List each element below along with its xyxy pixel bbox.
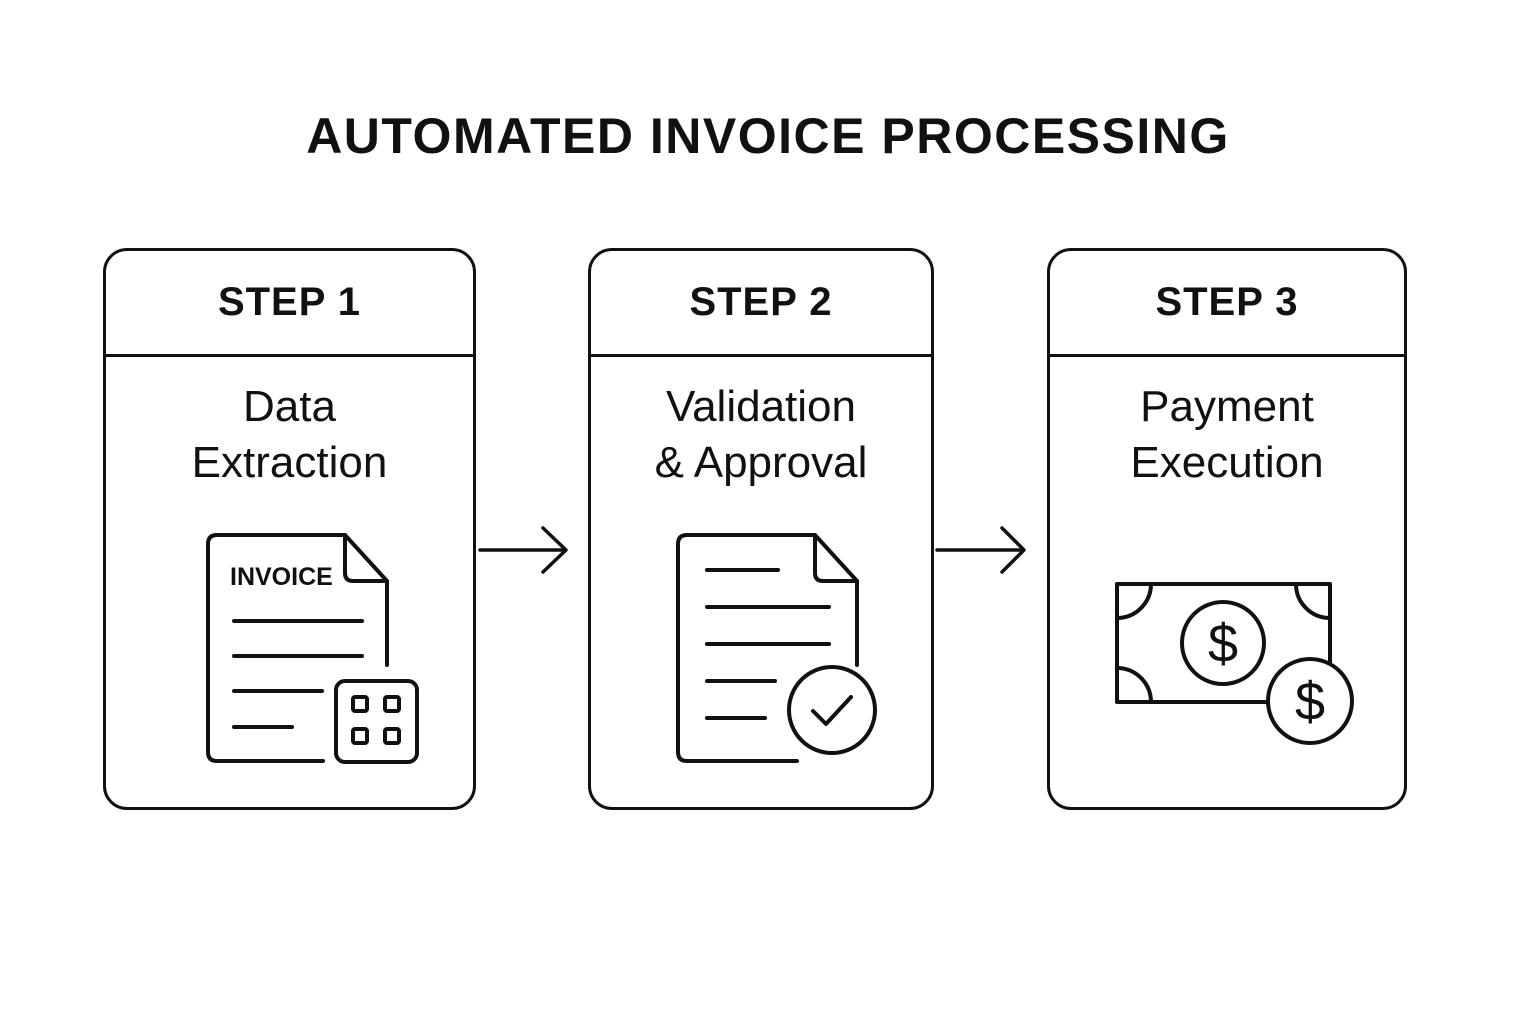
document-check-icon <box>676 533 877 763</box>
invoice-document-icon: INVOICE <box>206 533 419 764</box>
arrow-right-icon <box>935 526 1026 574</box>
invoice-icon-label: INVOICE <box>230 563 333 591</box>
step-title-line2-2: & Approval <box>654 438 868 487</box>
step-card-3: STEP 3 Payment Execution $ $ <box>1047 248 1407 810</box>
step-card-1: STEP 1 Data Extraction INVOICE <box>103 248 476 810</box>
diagram-title: AUTOMATED INVOICE PROCESSING <box>306 108 1230 164</box>
dollar-sign-icon: $ <box>1295 672 1325 732</box>
step-label-2: STEP 2 <box>591 251 931 357</box>
step-title-line2-1: Extraction <box>191 438 388 487</box>
step-card-2: STEP 2 Validation & Approval <box>588 248 934 810</box>
step-title-line2-3: Execution <box>1130 438 1324 487</box>
money-bill-icon: $ $ <box>1115 582 1354 745</box>
arrow-right-icon <box>478 526 568 574</box>
step-label-3: STEP 3 <box>1050 251 1404 357</box>
step-label-1: STEP 1 <box>106 251 473 357</box>
step-title-line1-2: Validation <box>666 382 856 431</box>
dollar-sign-icon: $ <box>1208 614 1238 674</box>
step-title-line1-3: Payment <box>1140 382 1314 431</box>
step-title-line1-1: Data <box>243 382 336 431</box>
